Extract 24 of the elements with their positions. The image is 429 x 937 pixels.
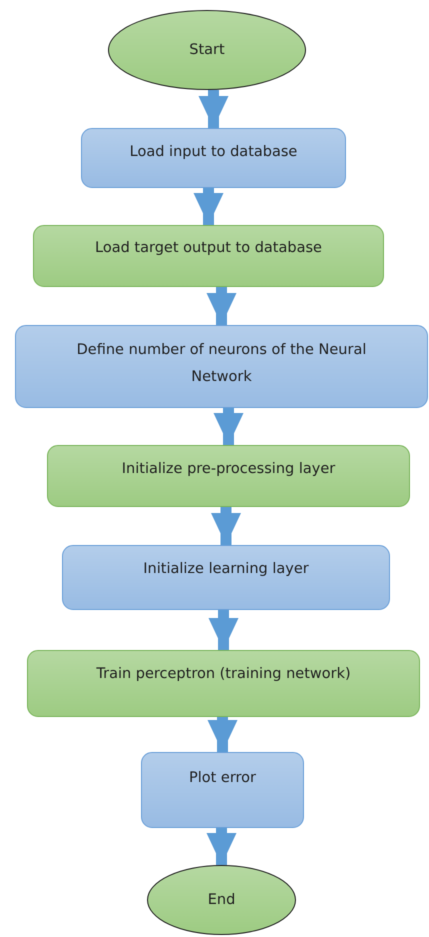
process-box [33,225,384,287]
block-arrow [211,507,241,545]
block-arrow [194,188,224,225]
process-box [47,445,410,507]
node-label: Initialize learning layer [143,560,309,579]
node-label: Plot error [188,769,256,788]
node-label: Train perceptron (training network) [96,665,351,684]
block-arrow [214,408,244,445]
process-box [27,650,420,717]
block-arrow [206,828,236,865]
block-arrow [208,610,238,650]
node-label: Load target output to database [95,239,322,258]
block-arrow [206,287,236,325]
process-box [15,325,428,408]
process-box [62,545,390,610]
node-label: Initialize pre-processing layer [122,460,336,479]
process-box [141,752,304,828]
node-label: Load input to database [130,143,298,162]
node-label: Define number of neurons of the Neural Network [76,341,368,387]
node-label: End [208,890,236,910]
block-arrow [208,717,238,752]
process-box [81,128,346,188]
node-label: Start [189,40,225,60]
block-arrow [198,90,228,128]
